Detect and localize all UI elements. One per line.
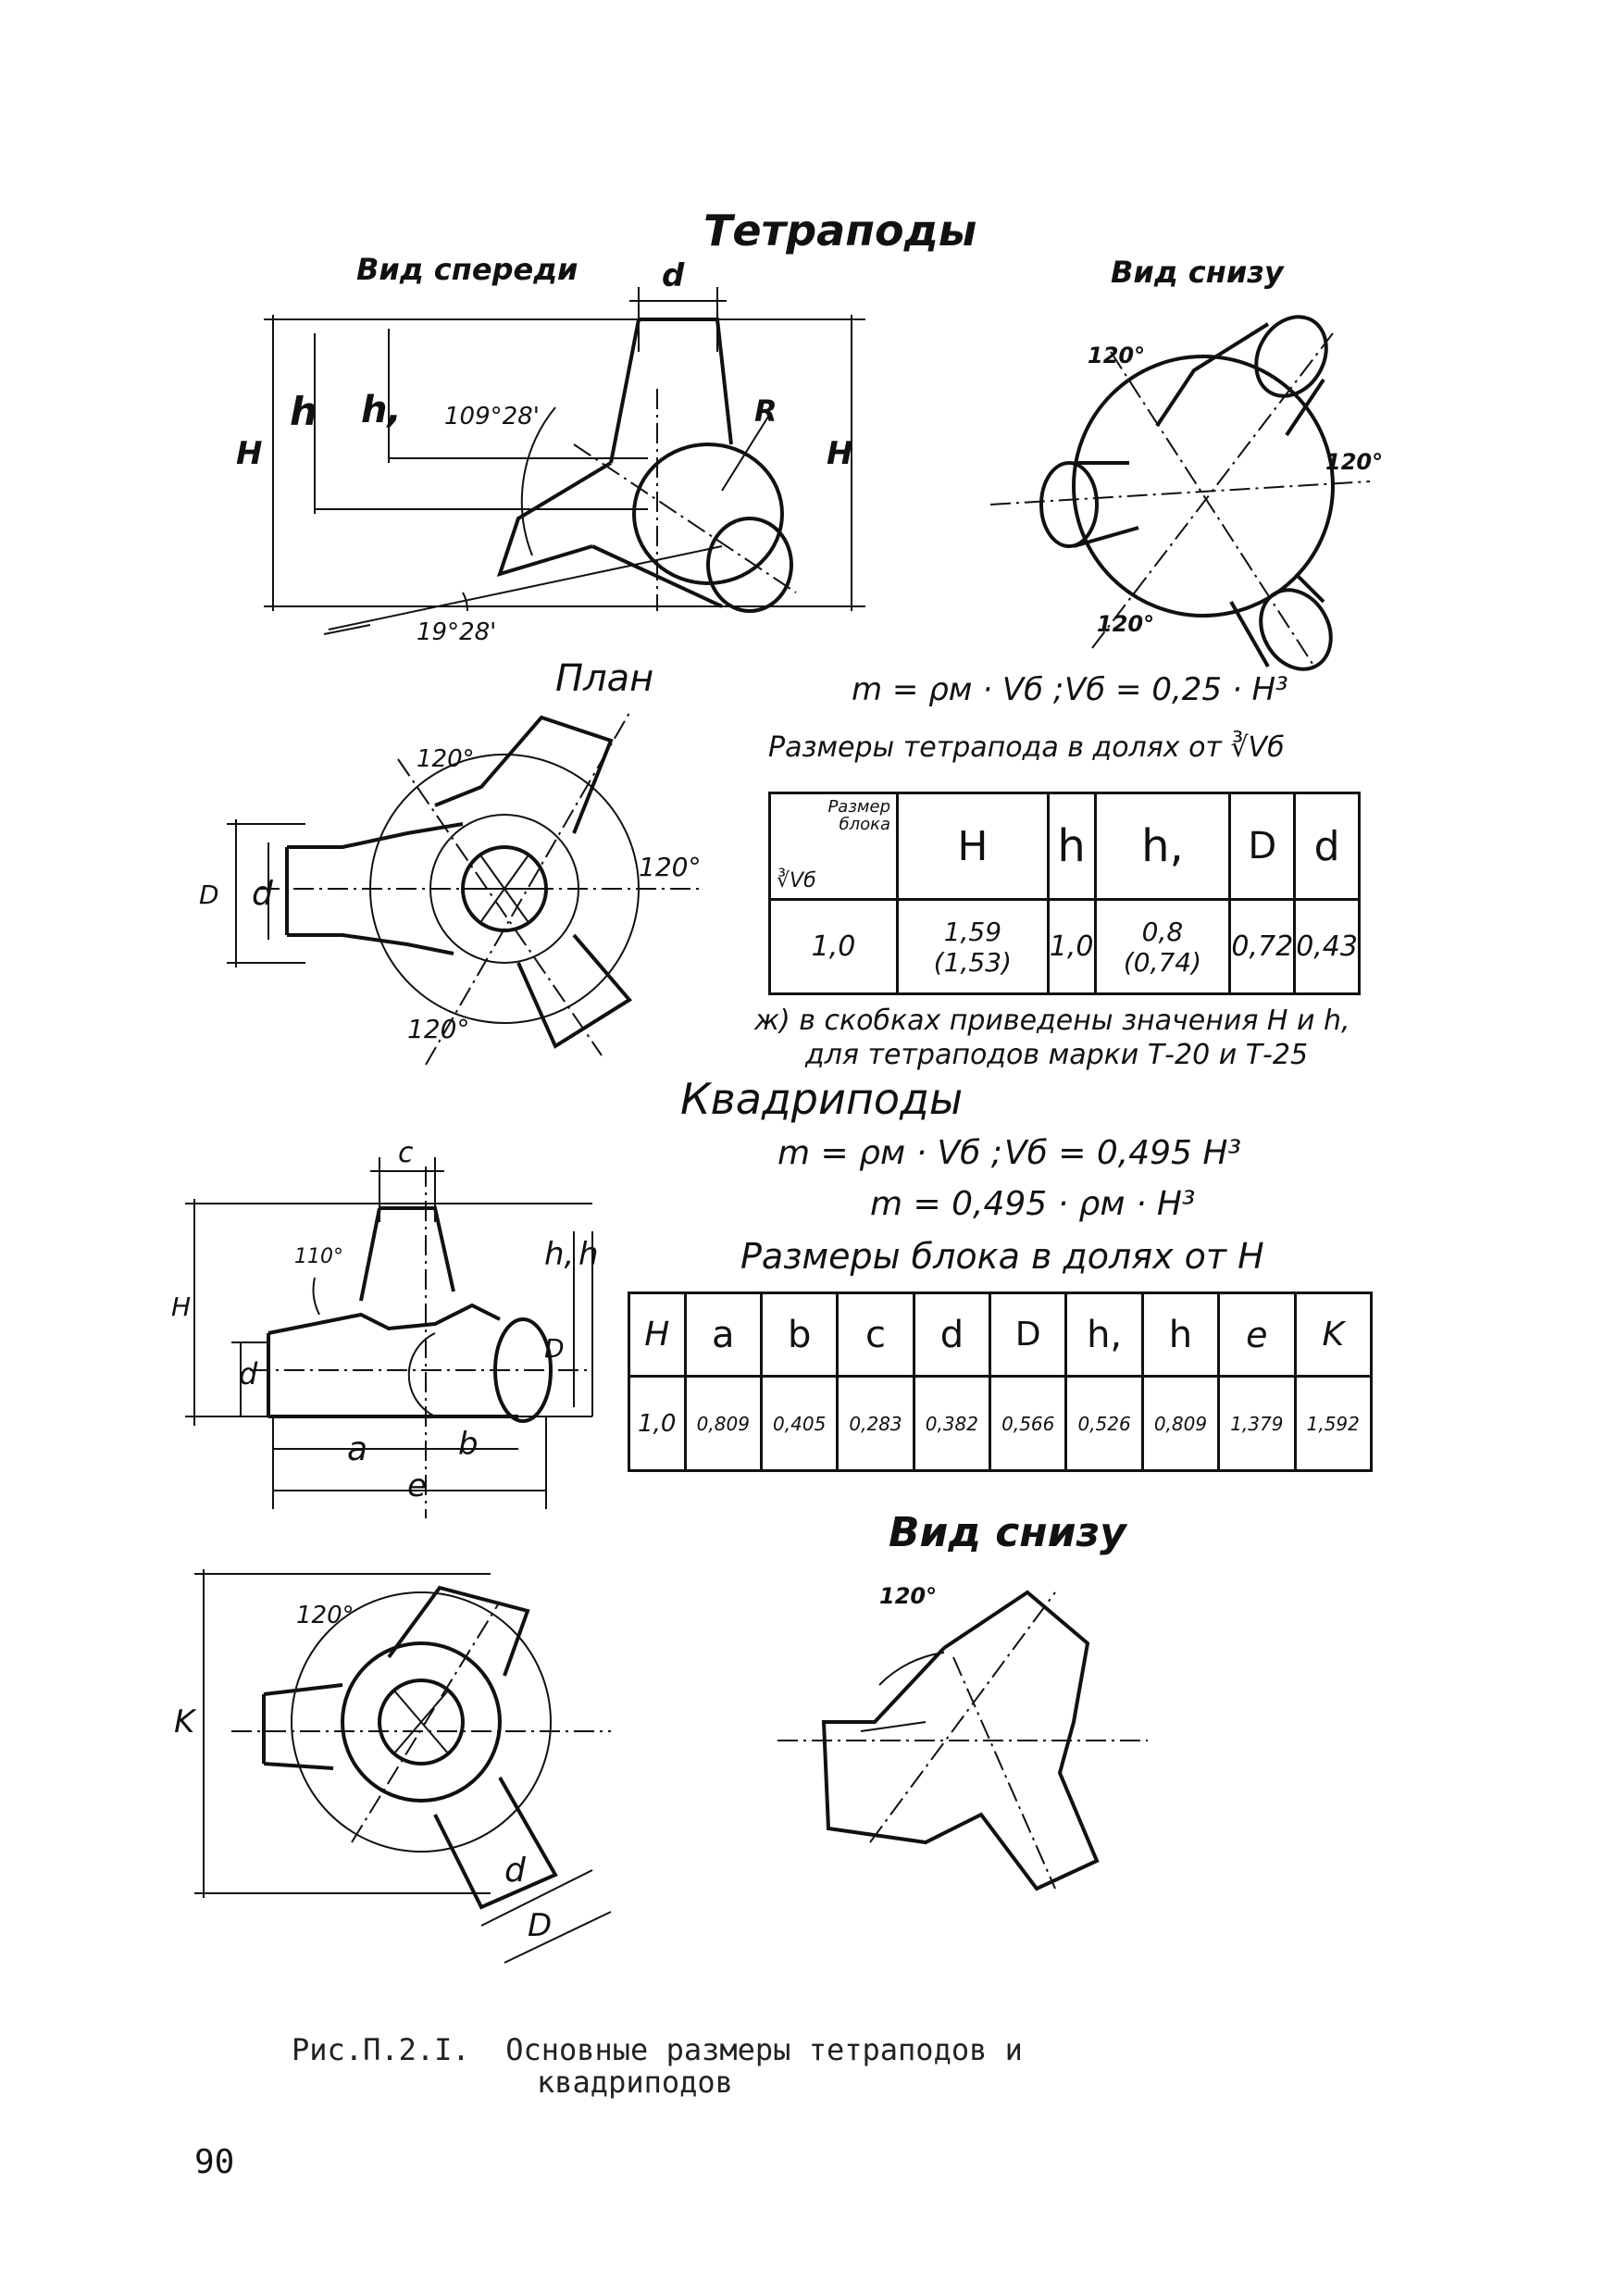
plan-angle-1: 120°: [417, 745, 475, 773]
tetrapod-plan-drawing: [227, 712, 703, 1066]
tetrapods-title: Тетраподы: [703, 206, 977, 256]
q-dim-b: b: [458, 1426, 479, 1463]
plan-angle-2: 120°: [639, 852, 702, 882]
table-value-cell: 0,72: [1228, 898, 1297, 995]
dim-h-label: h: [290, 389, 317, 434]
q-header-cell: K: [1293, 1292, 1373, 1378]
q-header-cell: e: [1217, 1292, 1297, 1378]
q-dim-a: a: [347, 1430, 368, 1468]
quadripods-title: Квадриподы: [680, 1074, 964, 1124]
q-dim-H: H: [171, 1292, 192, 1322]
q-header-cell: d: [912, 1292, 992, 1378]
q-value-cell: 0,526: [1064, 1375, 1144, 1472]
tetrapod-front-view-drawing: [264, 287, 865, 635]
quadripod-dimensions-table: H a b c d D h, h e K 1,0 0,809 0,405 0,2…: [628, 1292, 1373, 1472]
front-view-label: Вид спереди: [356, 252, 578, 287]
q-plan-D: D: [528, 1907, 553, 1944]
tetrapod-bottom-view-label: Вид снизу: [1111, 255, 1284, 290]
table-header-cell: d: [1293, 792, 1361, 901]
quadripod-bottom-view-label: Вид снизу: [889, 1509, 1126, 1556]
q-dim-e: e: [407, 1467, 427, 1504]
q-value-cell: 0,809: [1140, 1375, 1221, 1472]
q-dim-h: h: [578, 1236, 599, 1273]
dim-H-left-label: H: [236, 435, 263, 472]
q-dim-h1: h,: [544, 1236, 575, 1273]
plan-label: План: [555, 657, 654, 700]
plan-D-label: D: [199, 880, 219, 910]
table-corner-cell: Размер блока ∛Vб: [768, 792, 899, 901]
q-plan-K: K: [174, 1703, 195, 1741]
quadripod-formula-mass-expanded: m = 0,495 · ρм · H³: [870, 1185, 1196, 1223]
q-dim-d: d: [239, 1356, 258, 1391]
q-header-cell: a: [683, 1292, 763, 1378]
quadripod-bottom-angle: 120°: [879, 1583, 938, 1609]
q-value-cell: 1,0: [628, 1375, 687, 1472]
q-header-cell: h: [1140, 1292, 1221, 1378]
table-value-cell: 1,59 (1,53): [896, 898, 1050, 995]
plan-angle-3: 120°: [407, 1014, 470, 1044]
q-value-cell: 1,379: [1217, 1375, 1297, 1472]
tetrapod-dimensions-table: Размер блока ∛Vб H h h, D d 1,0 1,59 (1,…: [768, 792, 1361, 995]
quadripod-plan-drawing: [194, 1569, 612, 1964]
bottom-angle-2: 120°: [1325, 449, 1384, 475]
q-value-cell: 0,382: [912, 1375, 992, 1472]
quadripod-table-title: Размеры блока в долях от H: [740, 1236, 1264, 1277]
quadripod-formula-volume: Vб = 0,495 H³: [1004, 1134, 1241, 1172]
quadripod-front-view-drawing: [185, 1157, 593, 1518]
bottom-angle-3: 120°: [1097, 611, 1155, 637]
tetrapod-table-title: Размеры тетрапода в долях от ∛Vб: [768, 731, 1285, 764]
dim-d-label: d: [662, 257, 685, 294]
quadripod-formula-mass: m = ρм · Vб ;: [777, 1134, 1002, 1172]
q-value-cell: 0,566: [989, 1375, 1068, 1472]
dim-h1-label: h,: [361, 389, 402, 431]
q-header-cell: b: [759, 1292, 840, 1378]
q-header-cell: h,: [1064, 1292, 1144, 1378]
figure-caption-line1: Рис.П.2.I. Основные размеры тетраподов и: [292, 2032, 1023, 2067]
table-header-cell: h,: [1093, 792, 1232, 901]
quadripod-bottom-view-drawing: [777, 1590, 1148, 1891]
q-plan-d: d: [504, 1852, 526, 1890]
tetrapod-footnote-line2: для тетраподов марки Т-20 и Т-25: [805, 1039, 1309, 1071]
table-header-cell: H: [896, 792, 1050, 901]
dim-R-label: R: [754, 393, 777, 429]
page-number: 90: [194, 2143, 235, 2181]
q-dim-angle: 110°: [294, 1245, 343, 1268]
q-value-cell: 0,405: [759, 1375, 840, 1472]
figure-caption-line2: квадриподов: [537, 2065, 733, 2100]
angle-19-label: 19°28': [417, 618, 497, 646]
q-header-cell: c: [836, 1292, 915, 1378]
table-row-label-cell: 1,0: [768, 898, 899, 995]
table-header-cell: h: [1046, 792, 1097, 901]
q-header-cell: H: [628, 1292, 687, 1378]
table-header-cell: D: [1228, 792, 1297, 901]
tetrapod-bottom-view-drawing: [989, 315, 1371, 671]
tetrapod-formula-mass: m = ρм · Vб ;: [852, 671, 1064, 708]
table-value-cell: 0,8 (0,74): [1093, 898, 1232, 995]
tetrapod-footnote-line1: ж) в скобках приведены значения H и h,: [754, 1004, 1350, 1037]
q-value-cell: 1,592: [1293, 1375, 1373, 1472]
table-value-cell: 1,0: [1046, 898, 1097, 995]
q-header-cell: D: [989, 1292, 1068, 1378]
q-dim-c: c: [398, 1137, 414, 1169]
q-plan-angle: 120°: [296, 1602, 354, 1629]
angle-109-label: 109°28': [444, 403, 540, 430]
bottom-angle-1: 120°: [1088, 343, 1146, 368]
q-dim-D: D: [544, 1333, 565, 1364]
plan-d-label: d: [252, 875, 273, 913]
tetrapod-formula-volume: Vб = 0,25 · H³: [1064, 671, 1288, 708]
dim-H-right-label: H: [827, 435, 853, 472]
table-value-cell: 0,43: [1293, 898, 1361, 995]
q-value-cell: 0,809: [683, 1375, 763, 1472]
q-value-cell: 0,283: [836, 1375, 915, 1472]
